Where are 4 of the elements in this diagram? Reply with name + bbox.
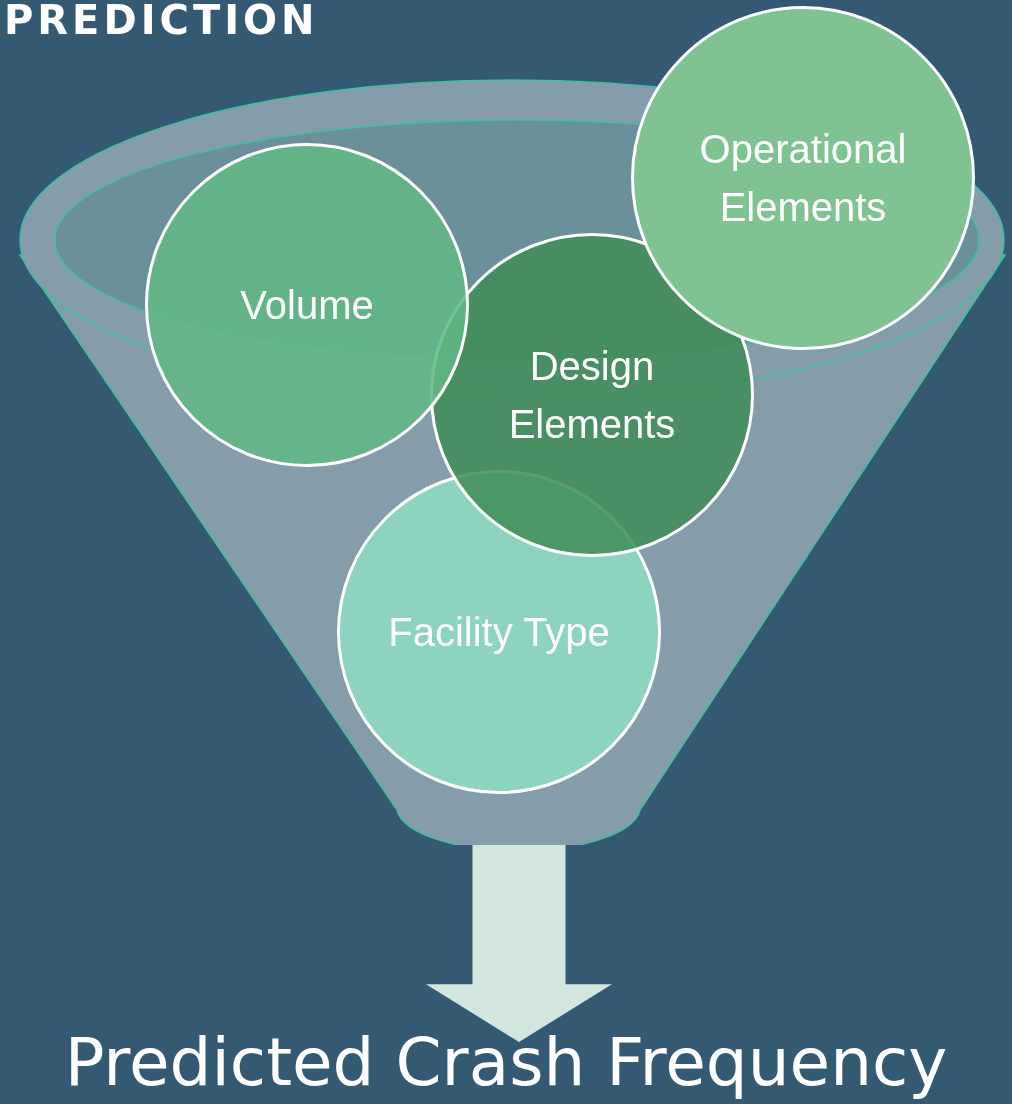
block-arrow	[426, 843, 612, 1042]
circle-node: Operational Elements	[631, 6, 975, 350]
title: PREDICTION	[3, 0, 319, 40]
result-text: Predicted Crash Frequency	[0, 1028, 1012, 1098]
